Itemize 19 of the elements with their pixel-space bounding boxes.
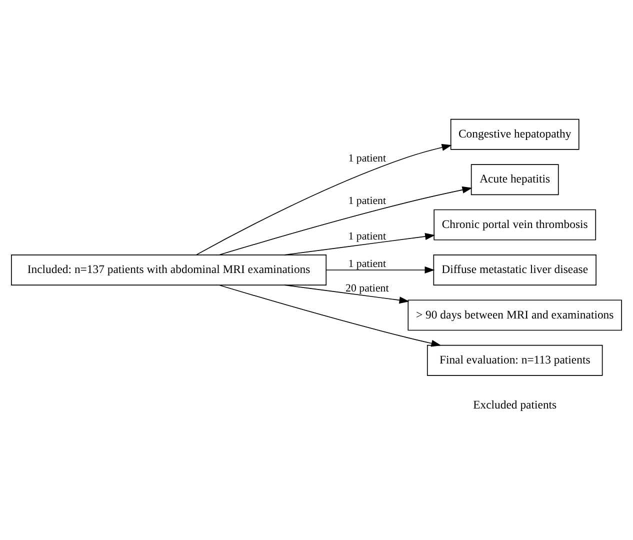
node-box: Acute hepatitis <box>470 164 559 196</box>
arrow <box>196 144 452 256</box>
arrow <box>218 284 442 347</box>
node-box: Diffuse metastatic liver disease <box>433 254 596 286</box>
arrow <box>326 266 435 274</box>
label: Excluded patients <box>473 398 557 412</box>
node-box: Final evaluation: n=113 patients <box>426 344 603 376</box>
node-box: Included: n=137 patients with abdominal MRI examinations <box>11 254 327 286</box>
edge-label: 1 patient <box>348 230 386 242</box>
arrow <box>284 284 410 304</box>
node-box: Congestive hepatopathy <box>450 118 580 150</box>
arrow <box>218 186 472 256</box>
edge-label: 20 patient <box>346 282 389 294</box>
node-box: > 90 days between MRI and examinations <box>408 300 622 331</box>
edge-label: 1 patient <box>348 152 386 165</box>
edge-label: 1 patient <box>348 195 386 208</box>
node-box: Chronic portal vein thrombosis <box>434 209 596 240</box>
arrow <box>284 232 436 256</box>
edge-label: 1 patient <box>348 258 386 270</box>
